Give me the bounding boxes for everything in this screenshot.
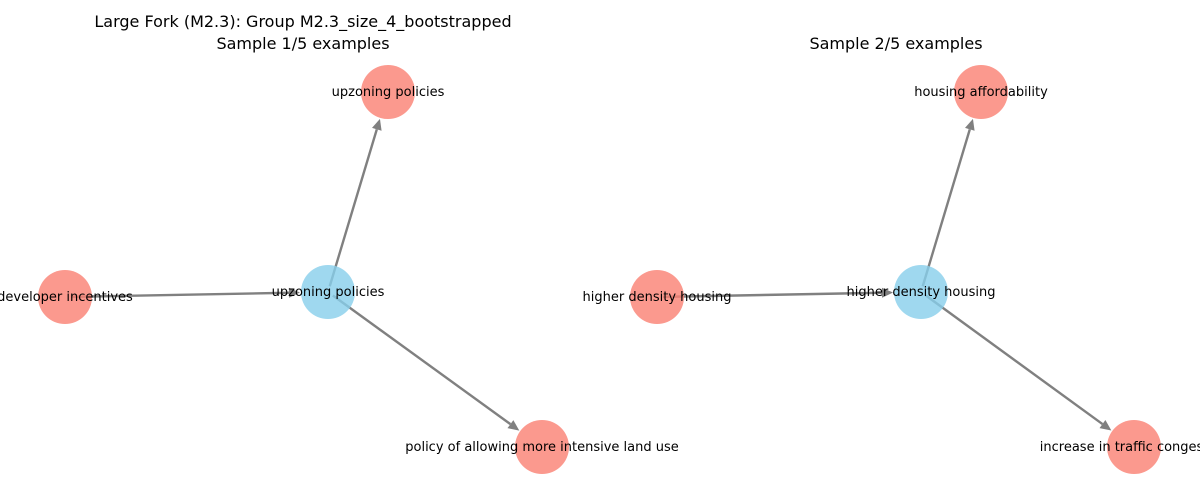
edge-center-to-top [921, 129, 971, 287]
node-bottom: policy of allowing more intensive land u… [405, 420, 679, 474]
node-center: higher density housing [847, 265, 996, 319]
panel-1-nodes: upzoning policies upzoning policies develo… [0, 65, 679, 474]
arrowhead-left-to-center [288, 287, 301, 298]
node-bottom-label: policy of allowing more intensive land u… [405, 440, 679, 455]
node-bottom-circle [1107, 420, 1161, 474]
panel-sample-2: Sample 2/5 examples higher density housi… [583, 34, 1200, 474]
edge-center-to-bottom [332, 294, 512, 426]
edge-center-to-top [328, 129, 378, 287]
node-top-label: upzoning policies [332, 85, 445, 100]
node-top-circle [361, 65, 415, 119]
node-bottom: increase in traffic congestion [1040, 420, 1200, 474]
arrowhead-center-to-bottom [1099, 420, 1112, 431]
node-bottom-circle [515, 420, 569, 474]
node-left: developer incentives [0, 270, 133, 324]
node-center-circle [894, 265, 948, 319]
panel-sample-1: Large Fork (M2.3): Group M2.3_size_4_boo… [0, 12, 679, 474]
arrowhead-left-to-center [881, 287, 894, 298]
node-top: housing affordability [914, 65, 1048, 119]
panel-1-title-line-2: Sample 1/5 examples [216, 34, 389, 53]
node-top-circle [954, 65, 1008, 119]
panel-2-edges [662, 118, 1112, 431]
edge-left-to-center [70, 291, 290, 299]
node-top-label: housing affordability [914, 85, 1048, 100]
node-center-circle [301, 265, 355, 319]
node-top: upzoning policies [332, 65, 445, 119]
node-left-circle [630, 270, 684, 324]
panel-1-title-line-1: Large Fork (M2.3): Group M2.3_size_4_boo… [94, 12, 511, 32]
arrowhead-center-to-top [372, 118, 382, 131]
edge-center-to-bottom [925, 294, 1104, 426]
node-left-label: developer incentives [0, 290, 133, 305]
edge-left-to-center [662, 291, 883, 299]
node-bottom-label: increase in traffic congestion [1040, 440, 1200, 455]
node-center-label: higher density housing [847, 285, 996, 300]
node-left-circle [38, 270, 92, 324]
arrowhead-center-to-bottom [507, 420, 520, 431]
node-center-label: upzoning policies [272, 285, 385, 300]
node-center: upzoning policies [272, 265, 385, 319]
panel-1-edges [70, 118, 520, 431]
node-left-label: higher density housing [583, 290, 732, 305]
panel-2-nodes: higher density housing housing affordabil… [583, 65, 1200, 474]
panel-2-title-line-2: Sample 2/5 examples [809, 34, 982, 53]
arrowhead-center-to-top [965, 118, 975, 131]
node-left: higher density housing [583, 270, 732, 324]
